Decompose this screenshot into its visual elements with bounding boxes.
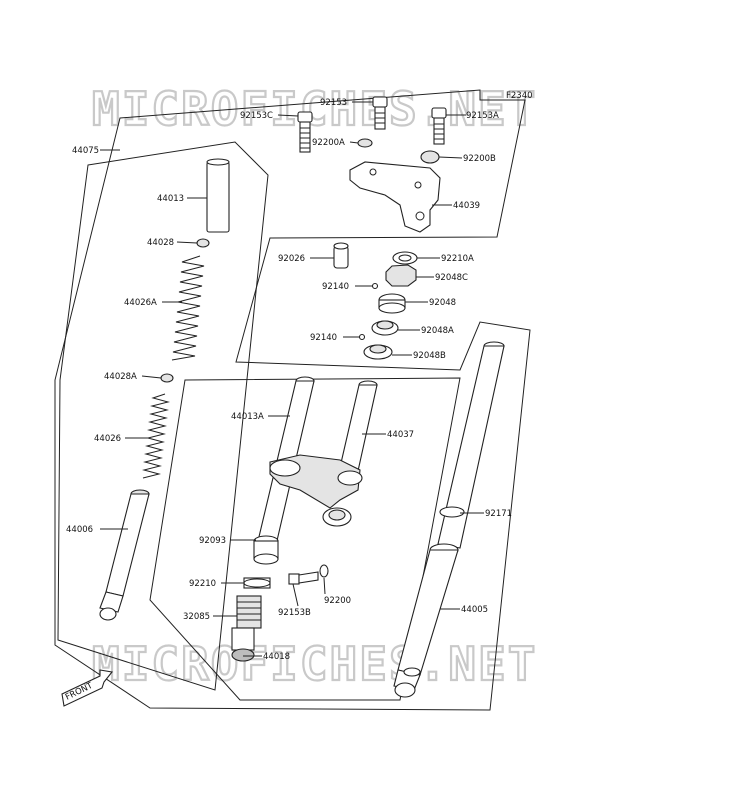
outer-group-outline [54, 89, 531, 711]
label-92153B: 92153B [278, 608, 311, 618]
label-44013: 44013 [157, 194, 184, 204]
ball-92140-upper [371, 282, 379, 290]
label-44037: 44037 [387, 430, 414, 440]
label-92140-lower: 92140 [310, 333, 337, 343]
label-44075: 44075 [72, 146, 99, 156]
damper-rod-44006 [99, 489, 150, 621]
inner-group-outline [57, 141, 269, 691]
cap-92026 [333, 242, 349, 269]
figure-code: F2340 [506, 91, 533, 101]
lower-subgroup-outline [149, 377, 461, 701]
outer-tube-44005 [393, 543, 459, 698]
label-44026A: 44026A [124, 298, 157, 308]
label-44039: 44039 [453, 201, 480, 211]
label-44005: 44005 [461, 605, 488, 615]
bolt-92153C [297, 111, 313, 153]
label-92140-upper: 92140 [322, 282, 349, 292]
leader-lines [100, 101, 484, 657]
watermark-top: MICROFICHES.NET [92, 82, 537, 136]
bolt-92153B [288, 571, 319, 585]
label-92048: 92048 [429, 298, 456, 308]
label-92153A: 92153A [466, 111, 499, 121]
slider-44018 [231, 627, 255, 662]
label-92048C: 92048C [435, 273, 468, 283]
label-44018: 44018 [263, 652, 290, 662]
label-44013A: 44013A [231, 412, 264, 422]
label-92048A: 92048A [421, 326, 454, 336]
seal-32085 [236, 595, 262, 629]
nut-92048C [385, 264, 417, 287]
washer-92210A [392, 251, 418, 265]
label-44006: 44006 [66, 525, 93, 535]
label-92093: 92093 [199, 536, 226, 546]
fork-tube-92171 [437, 341, 505, 549]
front-label: FRONT [64, 681, 95, 703]
washer-92200 [319, 564, 329, 578]
fork-spacer-44013 [206, 161, 230, 233]
seat-44028A [160, 373, 174, 383]
label-92153C: 92153C [240, 111, 273, 121]
bolt-92153A [431, 107, 447, 145]
lower-bracket [269, 454, 363, 527]
washer-92200A [357, 138, 373, 148]
label-92200A: 92200A [312, 138, 345, 148]
top-bracket-44039 [349, 161, 441, 233]
spring-44026 [142, 393, 170, 479]
label-32085: 32085 [183, 612, 210, 622]
label-92153: 92153 [320, 98, 347, 108]
spring-44026A [171, 255, 205, 361]
label-92200B: 92200B [463, 154, 496, 164]
label-44028: 44028 [147, 238, 174, 248]
watermark-bottom: MICROFICHES.NET [92, 637, 537, 691]
cover-92093 [253, 535, 279, 565]
seat-44028 [196, 238, 210, 248]
label-92171: 92171 [485, 509, 512, 519]
ball-92140-lower [358, 333, 366, 341]
label-44026: 44026 [94, 434, 121, 444]
label-92200: 92200 [324, 596, 351, 606]
label-92210A: 92210A [441, 254, 474, 264]
label-92026: 92026 [278, 254, 305, 264]
washer-92200B [420, 150, 440, 164]
bolt-92153 [372, 96, 388, 130]
label-44028A: 44028A [104, 372, 137, 382]
clamp-92210 [243, 577, 271, 589]
label-92048B: 92048B [413, 351, 446, 361]
label-92210: 92210 [189, 579, 216, 589]
